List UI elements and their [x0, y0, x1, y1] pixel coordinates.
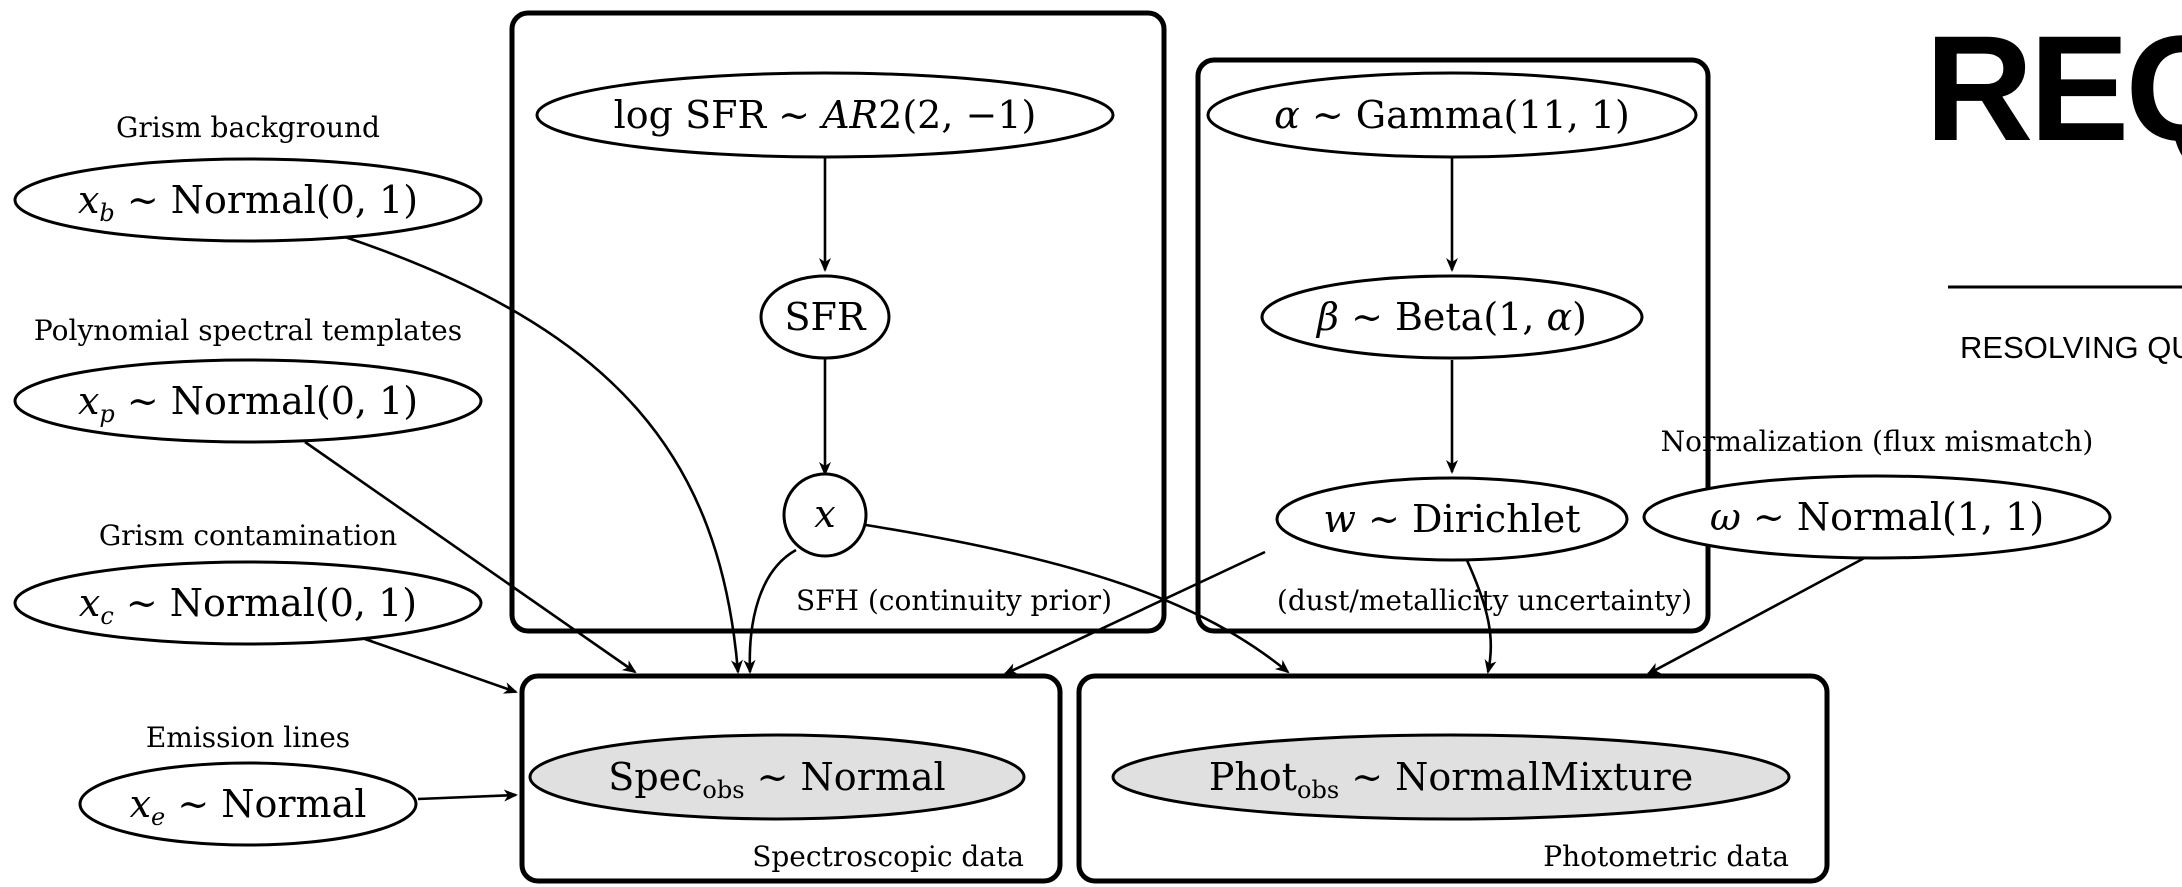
sfh-plate — [509, 10, 1167, 634]
node-x: x — [782, 472, 868, 558]
svg-text:w ∼ Dirichlet: w ∼ Dirichlet — [1323, 497, 1580, 541]
label-normalization: Normalization (flux mismatch) — [1661, 425, 2094, 458]
svg-text:xe ∼ Normal: xe ∼ Normal — [130, 782, 367, 831]
node-w: w ∼ Dirichlet — [1275, 476, 1629, 562]
edge-w-phot — [1463, 555, 1497, 674]
label-emission-lines: Emission lines — [146, 721, 350, 754]
node-beta: β ∼ Beta(1, α) — [1260, 274, 1644, 360]
node-spec-obs: Specobs ∼ Normal — [528, 733, 1026, 821]
edge-xe-spec — [417, 789, 518, 802]
logo-mark: REQ — [1925, 4, 2182, 172]
svg-text:xb ∼ Normal(0, 1): xb ∼ Normal(0, 1) — [78, 178, 418, 227]
logo-tagline: RESOLVING QUIES — [1960, 330, 2182, 365]
node-xp: xp ∼ Normal(0, 1) — [13, 358, 483, 444]
node-xb: xb ∼ Normal(0, 1) — [13, 157, 483, 243]
svg-text:log SFR ∼ AR2(2, −1): log SFR ∼ AR2(2, −1) — [614, 93, 1037, 137]
spectroscopic-plate — [519, 673, 1063, 884]
label-polynomial-templates: Polynomial spectral templates — [34, 314, 462, 347]
label-grism-background: Grism background — [116, 111, 380, 144]
edges — [304, 158, 1871, 802]
svg-text:SFR: SFR — [784, 295, 866, 339]
edge-xc-spec — [361, 636, 518, 694]
svg-text:xc ∼ Normal(0, 1): xc ∼ Normal(0, 1) — [79, 581, 417, 630]
plate-label-spectroscopic: Spectroscopic data — [752, 840, 1024, 873]
svg-text:β ∼ Beta(1, α): β ∼ Beta(1, α) — [1315, 295, 1587, 339]
svg-text:xp ∼ Normal(0, 1): xp ∼ Normal(0, 1) — [78, 379, 418, 428]
node-xe: xe ∼ Normal — [78, 761, 418, 847]
node-alpha: α ∼ Gamma(11, 1) — [1206, 71, 1698, 159]
edge-x-phot — [865, 523, 1290, 674]
edge-xb-spec — [344, 235, 743, 674]
svg-text:Photobs ∼ NormalMixture: Photobs ∼ NormalMixture — [1209, 755, 1693, 804]
label-grism-contamination: Grism contamination — [99, 519, 397, 552]
edge-omega-phot — [1646, 553, 1871, 676]
node-omega: ω ∼ Normal(1, 1) — [1642, 474, 2112, 560]
svg-text:α ∼ Gamma(11, 1): α ∼ Gamma(11, 1) — [1274, 93, 1630, 137]
plate-label-photometric: Photometric data — [1543, 840, 1789, 873]
svg-text:ω ∼ Normal(1, 1): ω ∼ Normal(1, 1) — [1710, 495, 2044, 539]
edge-xp-spec — [304, 440, 637, 674]
photometric-plate — [1076, 673, 1830, 884]
svg-text:Specobs ∼ Normal: Specobs ∼ Normal — [608, 755, 945, 804]
edge-w-spec — [1003, 550, 1266, 676]
node-xc: xc ∼ Normal(0, 1) — [13, 560, 483, 646]
plate-label-sfh: SFH (continuity prior) — [796, 584, 1112, 617]
node-sfr: SFR — [759, 274, 891, 360]
plate-label-dust: (dust/metallicity uncertainty) — [1277, 584, 1692, 617]
dust-plate — [1195, 57, 1711, 634]
node-phot-obs: Photobs ∼ NormalMixture — [1111, 733, 1791, 821]
node-log-sfr: log SFR ∼ AR2(2, −1) — [535, 71, 1115, 159]
svg-text:x: x — [814, 492, 835, 536]
edge-x-spec — [743, 548, 797, 674]
logo: REQ RESOLVING QUIES — [1925, 4, 2182, 365]
